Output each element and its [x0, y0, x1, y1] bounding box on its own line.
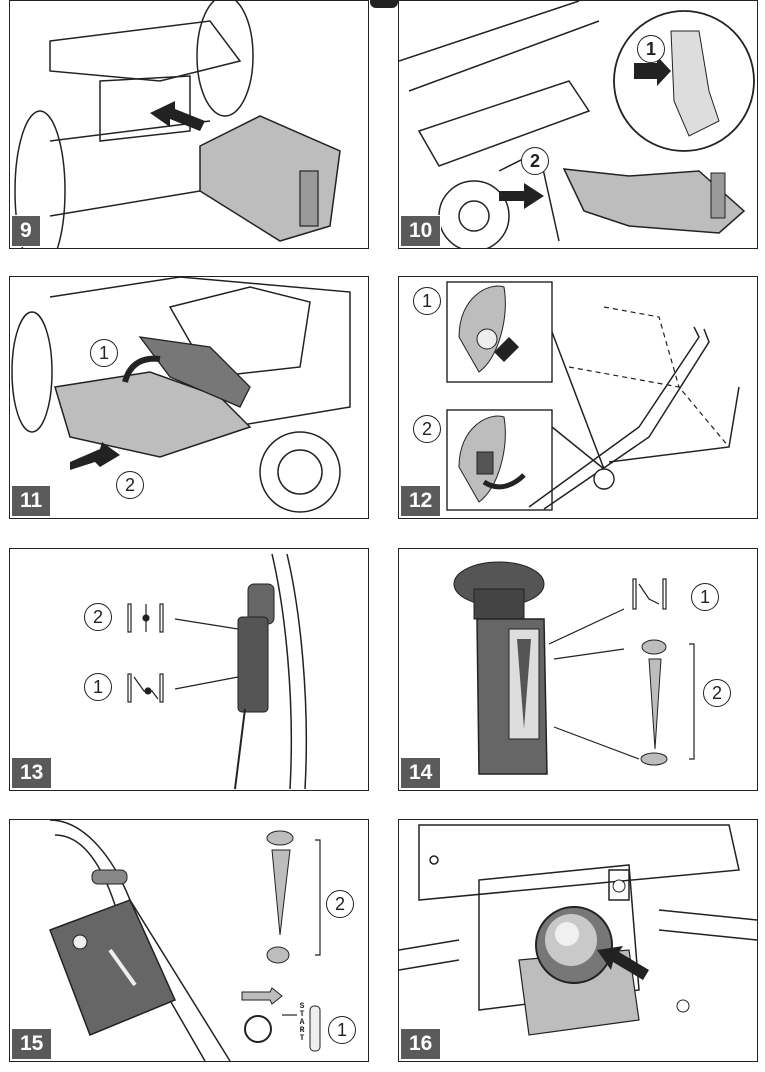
- figure-15-illustration: [49, 820, 321, 1061]
- figure-16: 16: [398, 819, 758, 1062]
- callout-2: 2: [413, 415, 441, 443]
- page-top-mark: [370, 0, 398, 8]
- figure-10-illustration: [399, 1, 755, 248]
- callout-2: 2: [84, 603, 112, 631]
- callout-1: 1: [413, 287, 441, 315]
- callout-1: 1: [84, 673, 112, 701]
- figure-11: 1 2 11: [9, 276, 369, 519]
- figure-number: 11: [11, 485, 52, 517]
- callout-2: 2: [521, 147, 549, 175]
- callout-2: 2: [326, 890, 354, 918]
- callout-2: 2: [703, 679, 731, 707]
- callout-2: 2: [116, 471, 144, 499]
- figure-14-illustration: [453, 561, 695, 775]
- figure-10: 1 2 10: [398, 0, 758, 249]
- figure-number: 10: [400, 215, 442, 247]
- figure-13-illustration: [127, 553, 308, 790]
- callout-1: 1: [637, 35, 665, 63]
- callout-1: 1: [328, 1016, 356, 1044]
- figure-number: 15: [11, 1028, 53, 1060]
- figure-12: 1 2 12: [398, 276, 758, 519]
- callout-1: 1: [691, 583, 719, 611]
- figure-number: 13: [11, 757, 53, 789]
- figure-13: 2 1 13: [9, 548, 369, 791]
- callout-1: 1: [90, 339, 118, 367]
- figure-number: 12: [400, 485, 442, 517]
- figure-number: 14: [400, 757, 442, 789]
- figure-11-illustration: [11, 277, 351, 513]
- figure-9-illustration: [14, 1, 341, 248]
- figure-number: 9: [11, 215, 41, 247]
- figure-14: 1 2 14: [398, 548, 758, 791]
- figure-number: 16: [400, 1028, 442, 1060]
- figure-16-illustration: [399, 824, 757, 1036]
- figure-12-illustration: [446, 281, 740, 511]
- figure-9: 9: [9, 0, 369, 249]
